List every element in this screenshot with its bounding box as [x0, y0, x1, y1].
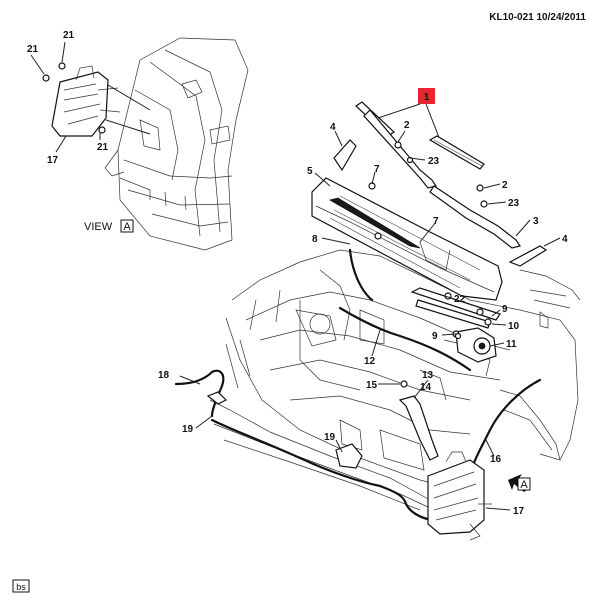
wiper-motor-linkage — [410, 287, 501, 363]
callout-8: 8 — [312, 234, 318, 245]
view-letter-box — [120, 219, 134, 233]
callout-22: 22 — [454, 294, 466, 305]
callout-23: 23 — [428, 156, 440, 167]
highlight-box — [418, 88, 435, 104]
callout-19: 19 — [182, 424, 194, 435]
callout-12: 12 — [364, 356, 376, 367]
washer-hose-18 — [174, 369, 225, 418]
callout-15: 15 — [366, 380, 378, 391]
callout-5: 5 — [307, 166, 313, 177]
fastener-15 — [400, 380, 408, 388]
vehicle-front-structure — [209, 249, 581, 511]
diagram-header: KL10-021 10/24/2011 — [489, 12, 586, 23]
washer-reservoir-17 — [427, 451, 492, 541]
callout-10: 10 — [508, 321, 520, 332]
callout-2: 2 — [404, 120, 410, 131]
washer-hose-16 — [468, 378, 542, 476]
callout-3: 3 — [533, 216, 539, 227]
fill-neck-14 — [398, 395, 439, 461]
callout-7: 7 — [374, 164, 380, 175]
svg-text:A: A — [520, 479, 528, 491]
callout-4: 4 — [562, 234, 568, 245]
callout-16: 16 — [490, 454, 502, 465]
washer-hose-19 — [210, 418, 408, 506]
view-letter: A — [123, 221, 131, 233]
cowl-end-cap-right — [508, 245, 548, 267]
washer-hose-12 — [338, 306, 472, 372]
callout-21: 21 — [63, 30, 75, 41]
callout-11: 11 — [506, 339, 517, 350]
callout-18: 18 — [158, 370, 170, 381]
cowl-panel — [311, 177, 503, 301]
leader-lines — [179, 130, 561, 511]
hose-connector-18 — [206, 391, 228, 405]
view-a-arrow: A — [508, 474, 531, 492]
callout-1-highlight: 1 — [424, 92, 430, 103]
callout-21: 21 — [97, 142, 109, 153]
callout-4: 4 — [330, 122, 336, 133]
callout-9: 9 — [432, 331, 438, 342]
view-label: VIEW — [84, 221, 113, 233]
callout-17: 17 — [513, 506, 525, 517]
inset-view-a — [30, 37, 249, 251]
callout-21: 21 — [27, 44, 39, 55]
callout-7: 7 — [433, 216, 439, 227]
callout-14: 14 — [420, 382, 432, 393]
callout-23: 23 — [508, 198, 520, 209]
hose-bracket-19 — [335, 443, 363, 469]
callout-19: 19 — [324, 432, 336, 443]
callout-9: 9 — [502, 304, 508, 315]
callout-2: 2 — [502, 180, 508, 191]
corner-tag-box — [12, 579, 30, 593]
callout-17: 17 — [47, 155, 59, 166]
washer-hose-upper — [348, 248, 374, 302]
cowl-end-cap-left — [333, 139, 357, 172]
wiper-arms — [355, 101, 521, 249]
callout-13: 13 — [422, 370, 434, 381]
corner-tag: bs — [16, 582, 26, 592]
